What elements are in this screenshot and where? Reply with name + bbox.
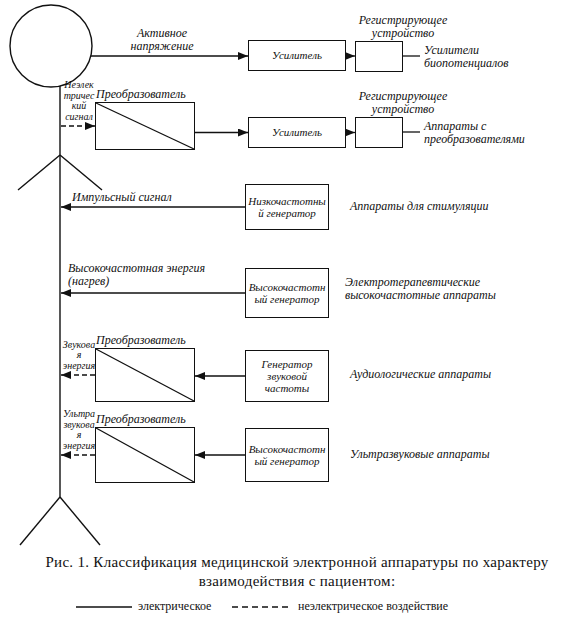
box-text: Низкочастотный генератор xyxy=(246,195,328,220)
connector-group xyxy=(195,56,355,455)
box-text: Усилитель xyxy=(270,49,324,61)
connector-arrow xyxy=(346,55,355,56)
signal-lines xyxy=(61,56,420,482)
patient-leg xyxy=(60,497,100,545)
box-heading: Преобразователь xyxy=(96,88,206,101)
generator-box: Генератор звуковой частоты xyxy=(245,350,329,402)
signal-line xyxy=(91,55,248,56)
recorder-box: Регистрирующее устройство xyxy=(355,41,403,72)
signal-line-dashed xyxy=(61,125,95,126)
box-text: Генератор звуковой частоты xyxy=(246,358,328,395)
patient-arm xyxy=(60,155,102,190)
legend-dashed-sample xyxy=(232,606,292,607)
signal-label: Высокочастотная энергия (нагрев) xyxy=(68,262,208,288)
signal-label: Неэлектрический сигнал xyxy=(62,80,96,123)
signal-line-dashed xyxy=(61,374,95,375)
signal-label: Активное напряжение xyxy=(112,27,212,53)
device-class-label: Аудиологические аппараты xyxy=(350,368,550,381)
amplifier-box: Усилитель xyxy=(248,40,346,71)
patient-arm xyxy=(18,155,60,190)
box-heading: Преобразователь xyxy=(96,413,206,426)
connector-arrow xyxy=(346,132,355,133)
generator-box: Высокочастотный генератор xyxy=(245,428,329,482)
device-class-label: Усилители биопотенциалов xyxy=(424,44,539,70)
signal-label: Ультразвуковая энергия xyxy=(62,409,96,452)
connector-arrow xyxy=(195,132,248,133)
patient-body xyxy=(59,86,60,497)
recorder-box: Регистрирующее устройство xyxy=(355,117,403,148)
transducer-diagonal xyxy=(96,103,194,149)
legend-text: неэлектрическое воздействие xyxy=(298,600,448,613)
signal-line xyxy=(61,292,245,293)
box-heading: Преобразователь xyxy=(96,334,206,347)
box-text: Высокочастотный генератор xyxy=(246,281,328,306)
output-line xyxy=(403,131,420,132)
signal-label: Звуковая энергия xyxy=(62,340,96,372)
device-class-label: Ультразвуковые аппараты xyxy=(350,448,550,461)
transducer-diagonal xyxy=(96,428,194,482)
figure-caption: Рис. 1. Классификация медицинской электр… xyxy=(14,553,580,591)
box-heading: Регистрирующее устройство xyxy=(350,14,456,40)
transducer-box: Преобразователь xyxy=(95,348,195,402)
patient-leg xyxy=(20,497,60,545)
patient-head xyxy=(10,5,92,87)
output-line xyxy=(403,55,420,56)
signal-line xyxy=(61,206,245,207)
device-class-label: Аппараты с преобразователями xyxy=(424,120,554,146)
amplifier-box: Усилитель xyxy=(248,117,346,148)
legend-text: электрическое xyxy=(138,600,211,613)
legend-solid-sample xyxy=(76,606,132,607)
generator-box: Низкочастотный генератор xyxy=(245,184,329,230)
signal-label: Импульсный сигнал xyxy=(72,191,242,204)
transducer-box: Преобразователь xyxy=(95,427,195,483)
generator-box: Высокочастотный генератор xyxy=(245,268,329,318)
connector-arrow xyxy=(195,375,245,376)
transducer-diagonal xyxy=(96,349,194,401)
device-class-label: Электротерапевтические высокочастотные а… xyxy=(345,276,555,302)
box-heading: Регистрирующее устройство xyxy=(350,90,456,116)
transducer-box: Преобразователь xyxy=(95,102,195,150)
box-text: Усилитель xyxy=(270,126,324,138)
connector-arrow xyxy=(195,454,245,455)
device-class-label: Аппараты для стимуляции xyxy=(350,200,550,213)
box-text: Высокочастотный генератор xyxy=(246,443,328,468)
signal-line-dashed xyxy=(61,454,95,455)
